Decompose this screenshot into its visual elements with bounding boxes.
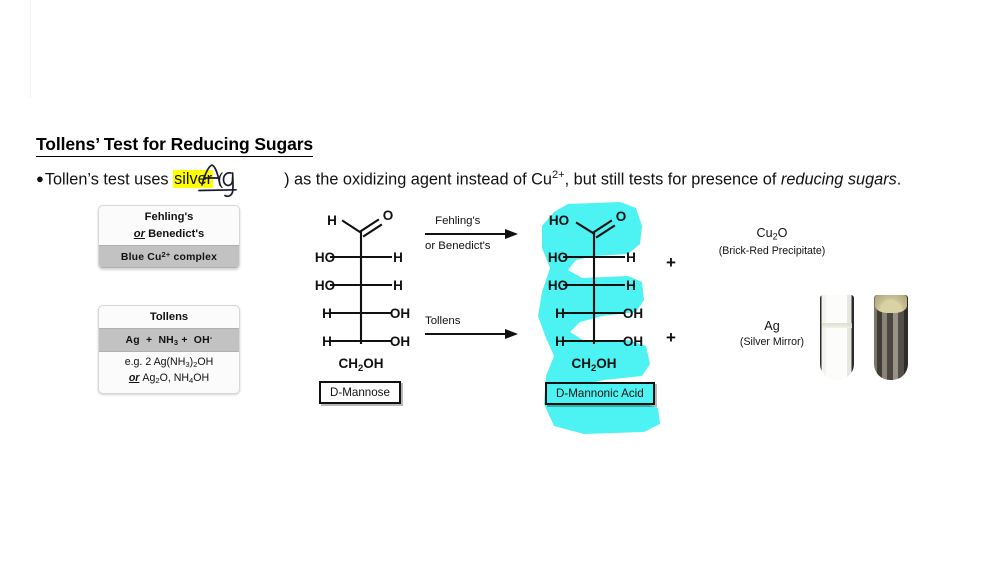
tollens-band-plus-2: + bbox=[181, 335, 188, 347]
clear-tube bbox=[820, 295, 854, 380]
bullet-text-part4: , but still tests for presence of bbox=[564, 170, 781, 189]
fehling-or-prefix: or bbox=[133, 227, 145, 240]
structure-d-mannonic-acid: HO O HO H HO H H OH H OH CH2OH bbox=[535, 205, 655, 375]
mannonic-c2-right: H bbox=[626, 250, 636, 265]
mannonic-c4-left: H bbox=[555, 306, 565, 321]
tollens-example-line: e.g. 2 Ag(NH3)2OH bbox=[99, 352, 239, 372]
bullet-text-part3: ) as the oxidizing agent instead of Cu bbox=[279, 170, 552, 189]
mannose-c4-left: H bbox=[322, 306, 332, 321]
mannonic-c4-right: OH bbox=[623, 306, 643, 321]
tollens-band-oh-sup: - bbox=[209, 332, 213, 342]
mannonic-c3-left: HO bbox=[548, 278, 568, 293]
tollens-arrow-label-top: Tollens bbox=[425, 315, 461, 327]
fehling-band-text: Blue Cu bbox=[120, 251, 162, 263]
page-title: Tollens’ Test for Reducing Sugars bbox=[36, 134, 313, 157]
tollens-band-nh3: NH bbox=[158, 335, 174, 347]
mannonic-c6: CH2OH bbox=[571, 356, 616, 374]
fehling-subtitle-row: or Benedict's bbox=[99, 228, 239, 245]
reaction-arrow-fehling: Fehling's or Benedict's bbox=[425, 214, 518, 255]
product-copper-oxide: Cu2O (Brick-Red Precipitate) bbox=[697, 225, 847, 257]
tollens-eg-sub-2: 2 bbox=[193, 360, 198, 370]
structure-d-mannose: H O HO H HO H H OH H OH CH2OH bbox=[305, 205, 420, 375]
cu2o-prefix: Cu bbox=[756, 226, 773, 240]
tollens-or-label: or bbox=[128, 372, 140, 385]
plus-sign-bottom: + bbox=[666, 328, 676, 347]
fehling-arrow-label-top: Fehling's bbox=[435, 215, 481, 227]
cu-charge-superscript: 2+ bbox=[551, 169, 565, 181]
mannose-c5-right: OH bbox=[390, 334, 410, 349]
mannose-c5-left: H bbox=[322, 334, 332, 349]
cyan-highlighter-marking bbox=[538, 202, 660, 434]
tollens-title: Tollens bbox=[149, 311, 189, 323]
product-silver: Ag (Silver Mirror) bbox=[697, 318, 847, 348]
mannose-c1-right: O bbox=[383, 208, 394, 223]
fehling-subtitle: Benedict's bbox=[148, 227, 205, 240]
tollens-alt-c: OH bbox=[193, 372, 210, 385]
tollens-band-plus-1: + bbox=[145, 335, 153, 347]
mannonic-c5-right: OH bbox=[623, 334, 643, 349]
mannonic-c1-left: HO bbox=[549, 213, 569, 228]
bullet-line: ●Tollen’s test uses silver ( ) as the ox… bbox=[36, 169, 901, 190]
clear-tube-glass bbox=[820, 295, 854, 380]
silver-mirror-tube bbox=[874, 295, 908, 380]
bullet-text-period: . bbox=[896, 170, 902, 189]
fehling-title: Fehling's bbox=[144, 211, 194, 223]
mannose-c6: CH2OH bbox=[338, 356, 383, 374]
reagent-box-fehling-benedict: Fehling's or Benedict's Blue Cu2+ comple… bbox=[98, 205, 240, 269]
bullet-text-part1: Tollen’s test uses bbox=[44, 170, 174, 189]
reagent-box-tollens: Tollens Ag + NH3 + OH- e.g. 2 Ag(NH3)2OH… bbox=[98, 305, 240, 394]
tollens-eg-suffix: OH bbox=[197, 356, 214, 369]
tollens-arrow-graphic bbox=[425, 328, 518, 339]
mannose-c2-right: H bbox=[393, 250, 403, 265]
mannonic-c5-left: H bbox=[555, 334, 565, 349]
fehling-arrow-label-bottom: or Benedict's bbox=[425, 240, 491, 253]
tollens-alt-sub-b: 4 bbox=[189, 376, 194, 386]
bullet-text-italic-tail: reducing sugars bbox=[780, 170, 897, 189]
cu2o-suffix: O bbox=[777, 226, 788, 240]
cu2o-formula: Cu2O bbox=[697, 225, 847, 243]
structure-label-d-mannonic-acid: D-Mannonic Acid bbox=[545, 382, 655, 405]
ag-formula: Ag bbox=[697, 318, 847, 334]
mannonic-c3-right: H bbox=[626, 278, 636, 293]
bullet-dot-icon: ● bbox=[36, 171, 44, 187]
tollens-band-ag: Ag bbox=[125, 335, 140, 347]
plus-sign-top: + bbox=[666, 253, 676, 272]
fehling-band: Blue Cu2+ complex bbox=[99, 244, 239, 268]
mannose-c3-left: HO bbox=[315, 278, 335, 293]
structure-label-d-mannose: D-Mannose bbox=[319, 381, 401, 404]
cu2o-note: (Brick-Red Precipitate) bbox=[718, 245, 826, 258]
tollens-eg-prefix: e.g. 2 Ag(NH bbox=[124, 356, 186, 369]
clear-tube-meniscus bbox=[822, 323, 852, 328]
mannose-c2-left: HO bbox=[315, 250, 335, 265]
mannose-c3-right: H bbox=[393, 278, 403, 293]
ag-note: (Silver Mirror) bbox=[739, 336, 805, 349]
fehling-arrow-graphic bbox=[425, 228, 518, 239]
tollens-alt-b: O, NH bbox=[159, 372, 190, 385]
mannose-c1-left: H bbox=[327, 213, 337, 228]
tollens-band-oh: OH bbox=[193, 335, 210, 347]
tollens-band: Ag + NH3 + OH- bbox=[99, 327, 239, 353]
cu2o-subscript: 2 bbox=[772, 231, 778, 242]
reaction-arrow-tollens: Tollens bbox=[425, 314, 518, 339]
tollens-alt-line: or Ag2O, NH4OH bbox=[99, 372, 239, 392]
mannonic-c2-left: HO bbox=[548, 250, 568, 265]
tollens-alt-a: Ag bbox=[142, 372, 156, 385]
tollens-eg-mid: ) bbox=[189, 356, 194, 369]
highlighted-word-silver: silver bbox=[173, 170, 214, 189]
tollens-alt-sub-a: 2 bbox=[155, 376, 160, 386]
mannose-c4-right: OH bbox=[390, 306, 410, 321]
fehling-band-tail: complex bbox=[170, 251, 218, 263]
fehling-band-superscript: 2+ bbox=[161, 249, 171, 259]
tollens-eg-sub-1: 3 bbox=[185, 360, 190, 370]
ag-prefix: Ag bbox=[764, 319, 780, 333]
mannonic-c1-right: O bbox=[616, 209, 627, 224]
silver-tube-cap bbox=[875, 295, 907, 313]
tollens-band-nh3-sub: 3 bbox=[173, 338, 179, 348]
bullet-text-part2: ( bbox=[213, 170, 228, 189]
test-tube-photo bbox=[818, 295, 914, 380]
slide-edge-rule bbox=[30, 0, 31, 98]
